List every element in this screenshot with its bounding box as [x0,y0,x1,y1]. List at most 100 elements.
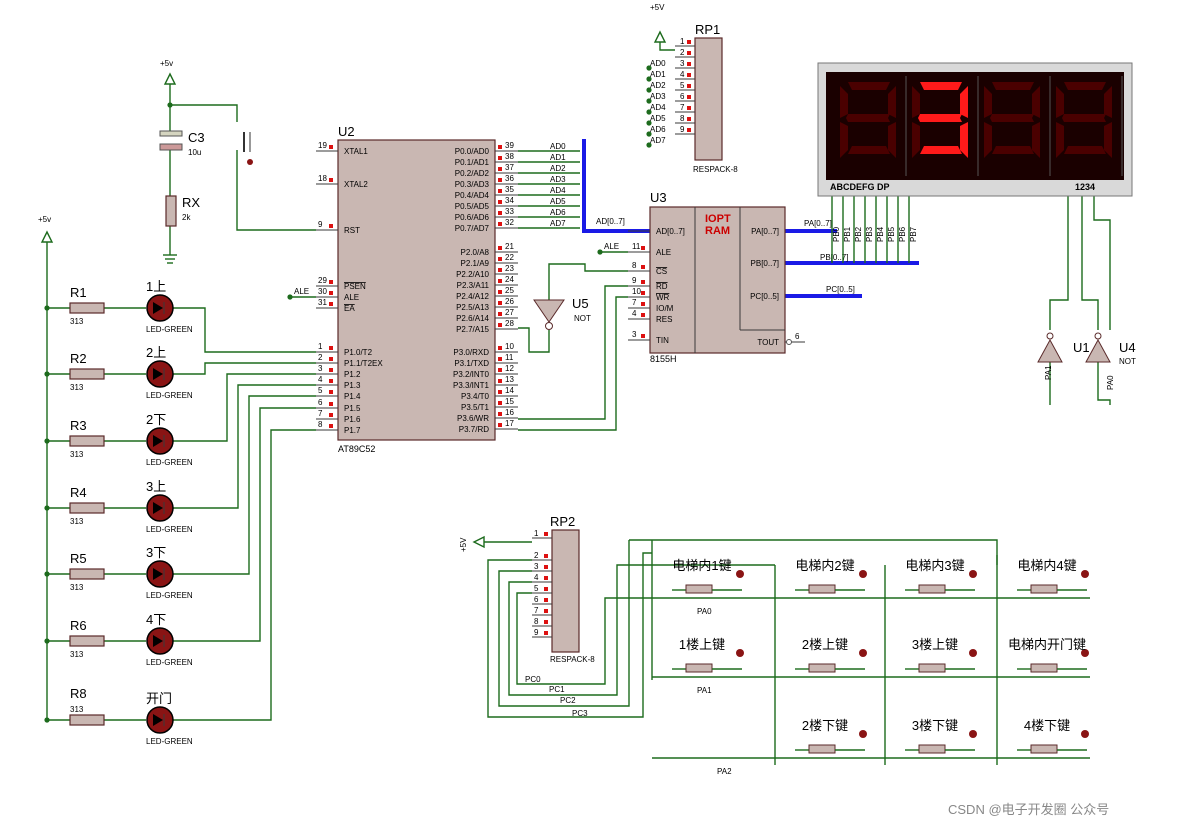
vcc-lower-label: +5v [38,215,51,224]
segment [848,82,890,90]
u4-name: U4 [1119,340,1136,355]
u2-pin-label: XTAL2 [344,180,368,189]
pb-bit-label: PB6 [898,226,907,242]
u2-pin-num: 22 [505,253,514,262]
u2-pin-label: P3.6/WR [457,414,489,423]
power-symbols: +5V +5v +5v +5V [38,3,667,552]
rp2-pin-num: 2 [534,551,539,560]
u3-pin-label: CS [656,267,667,276]
led-type: LED-GREEN [146,458,193,467]
u2-pin-label: P3.0/RXD [453,348,489,357]
led-label: 3下 [146,545,166,560]
led-resistor-value: 313 [70,650,84,659]
pb-bit-label: PB2 [854,226,863,242]
segment [1104,86,1112,118]
u3-pin-num: 4 [632,309,637,318]
u2-pin-num: 29 [318,276,327,285]
led-resistor [69,302,105,314]
u3-title2: RAM [705,225,730,237]
vcc-c3-label: +5v [160,59,173,68]
rp2-pin-num: 6 [534,595,539,604]
u2-pin-num: 28 [505,319,514,328]
segment [840,86,848,118]
u2-pin-num: 10 [505,342,514,351]
key-switch[interactable]: 电梯内3键 [905,558,977,594]
u2-pin-num: 33 [505,207,514,216]
segment [848,146,890,154]
key-switch[interactable]: 2楼下键 [795,718,867,754]
u2-pin-num: 37 [505,163,514,172]
led-resistor-name: R3 [70,418,87,433]
led-type: LED-GREEN [146,391,193,400]
pb-bit-label: PB7 [909,226,918,242]
key-label: 1楼上键 [679,637,725,652]
key-switch[interactable]: 4楼下键 [1017,718,1089,754]
led-column: R13131上LED-GREENR23132上LED-GREENR33132下L… [69,279,193,746]
segment [990,114,1034,122]
pb-bit-label: PB3 [865,226,874,242]
led-label: 3上 [146,479,166,494]
u2-pin-num: 1 [318,342,323,351]
u3-pin-num: 10 [632,287,641,296]
rp1-pin-num: 7 [680,103,685,112]
u3-pin-label: IO/M [656,304,674,313]
u2-pin-label: P3.1/TXD [454,359,489,368]
key-switch[interactable]: 1楼上键 [672,637,744,673]
key-label: 电梯内4键 [1017,558,1076,573]
segment [1056,86,1064,118]
u2-pin-label: P2.0/A8 [461,248,490,257]
u2-pin-num: 4 [318,375,323,384]
u2-pin-num: 30 [318,287,327,296]
rp1-pin-num: 8 [680,114,685,123]
key-switch[interactable]: 3楼上键 [905,637,977,673]
led-label: 2下 [146,412,166,427]
rp2-pin-num: 9 [534,628,539,637]
led-resistor [69,635,105,647]
u4-type: NOT [1119,357,1136,366]
rp2-pin-num: 8 [534,617,539,626]
u3-8155h: U3 8155H IOPT RAM AD[0..7]11ALE8CS9RD10W… [628,190,805,364]
key-switch[interactable]: 电梯内4键 [1017,558,1089,594]
segment [1056,122,1064,158]
key-switch[interactable]: 3楼下键 [905,718,977,754]
rp1-pin-num: 3 [680,59,685,68]
rx-value: 2k [182,213,191,222]
u2-pin-label: P2.5/A13 [456,303,489,312]
vcc-upper-label: +5V [650,3,665,12]
led-type: LED-GREEN [146,325,193,334]
u2-pin-num: 19 [318,141,327,150]
rp1-pin-num: 4 [680,70,685,79]
u2-pin-num: 26 [505,297,514,306]
key-switch[interactable]: 2楼上键 [795,637,867,673]
key-switch[interactable]: 电梯内2键 [795,558,867,594]
key-switch[interactable]: 电梯内开门键 [1008,637,1089,673]
u2-part: AT89C52 [338,444,375,454]
pb-bit-label: PB5 [887,226,896,242]
u2-pin-label: P2.7/A15 [456,325,489,334]
u2-pin-num: 21 [505,242,514,251]
segment [984,86,992,118]
u2-pin-label: P1.2 [344,370,361,379]
rp1-respack: RP1 RESPACK-8 123456789AD0AD1AD2AD3AD4AD… [646,22,738,174]
digits-label: 1234 [1075,182,1095,192]
rp2-pin-num: 3 [534,562,539,571]
segment [984,122,992,158]
led-type: LED-GREEN [146,737,193,746]
segment [1064,82,1106,90]
u2-pin-num: 3 [318,364,323,373]
u2-pin-num: 8 [318,420,323,429]
u2-pin-label: PSEN [344,282,366,291]
key-label: 2楼上键 [802,637,848,652]
key-switch[interactable]: 电梯内1键 [672,558,744,594]
u3-pin-label: RES [656,315,672,324]
rp2-pin-num: 4 [534,573,539,582]
u1-net: PA1 [1044,365,1053,380]
u2-pin-num: 31 [318,298,327,307]
rp2-pin-num: 7 [534,606,539,615]
segment [920,146,962,154]
segment [1104,122,1112,158]
rp1-net-label: AD1 [650,70,666,79]
pb-bus-label: PB[0..7] [820,253,848,262]
led-label: 1上 [146,279,166,294]
led-resistor [69,714,105,726]
